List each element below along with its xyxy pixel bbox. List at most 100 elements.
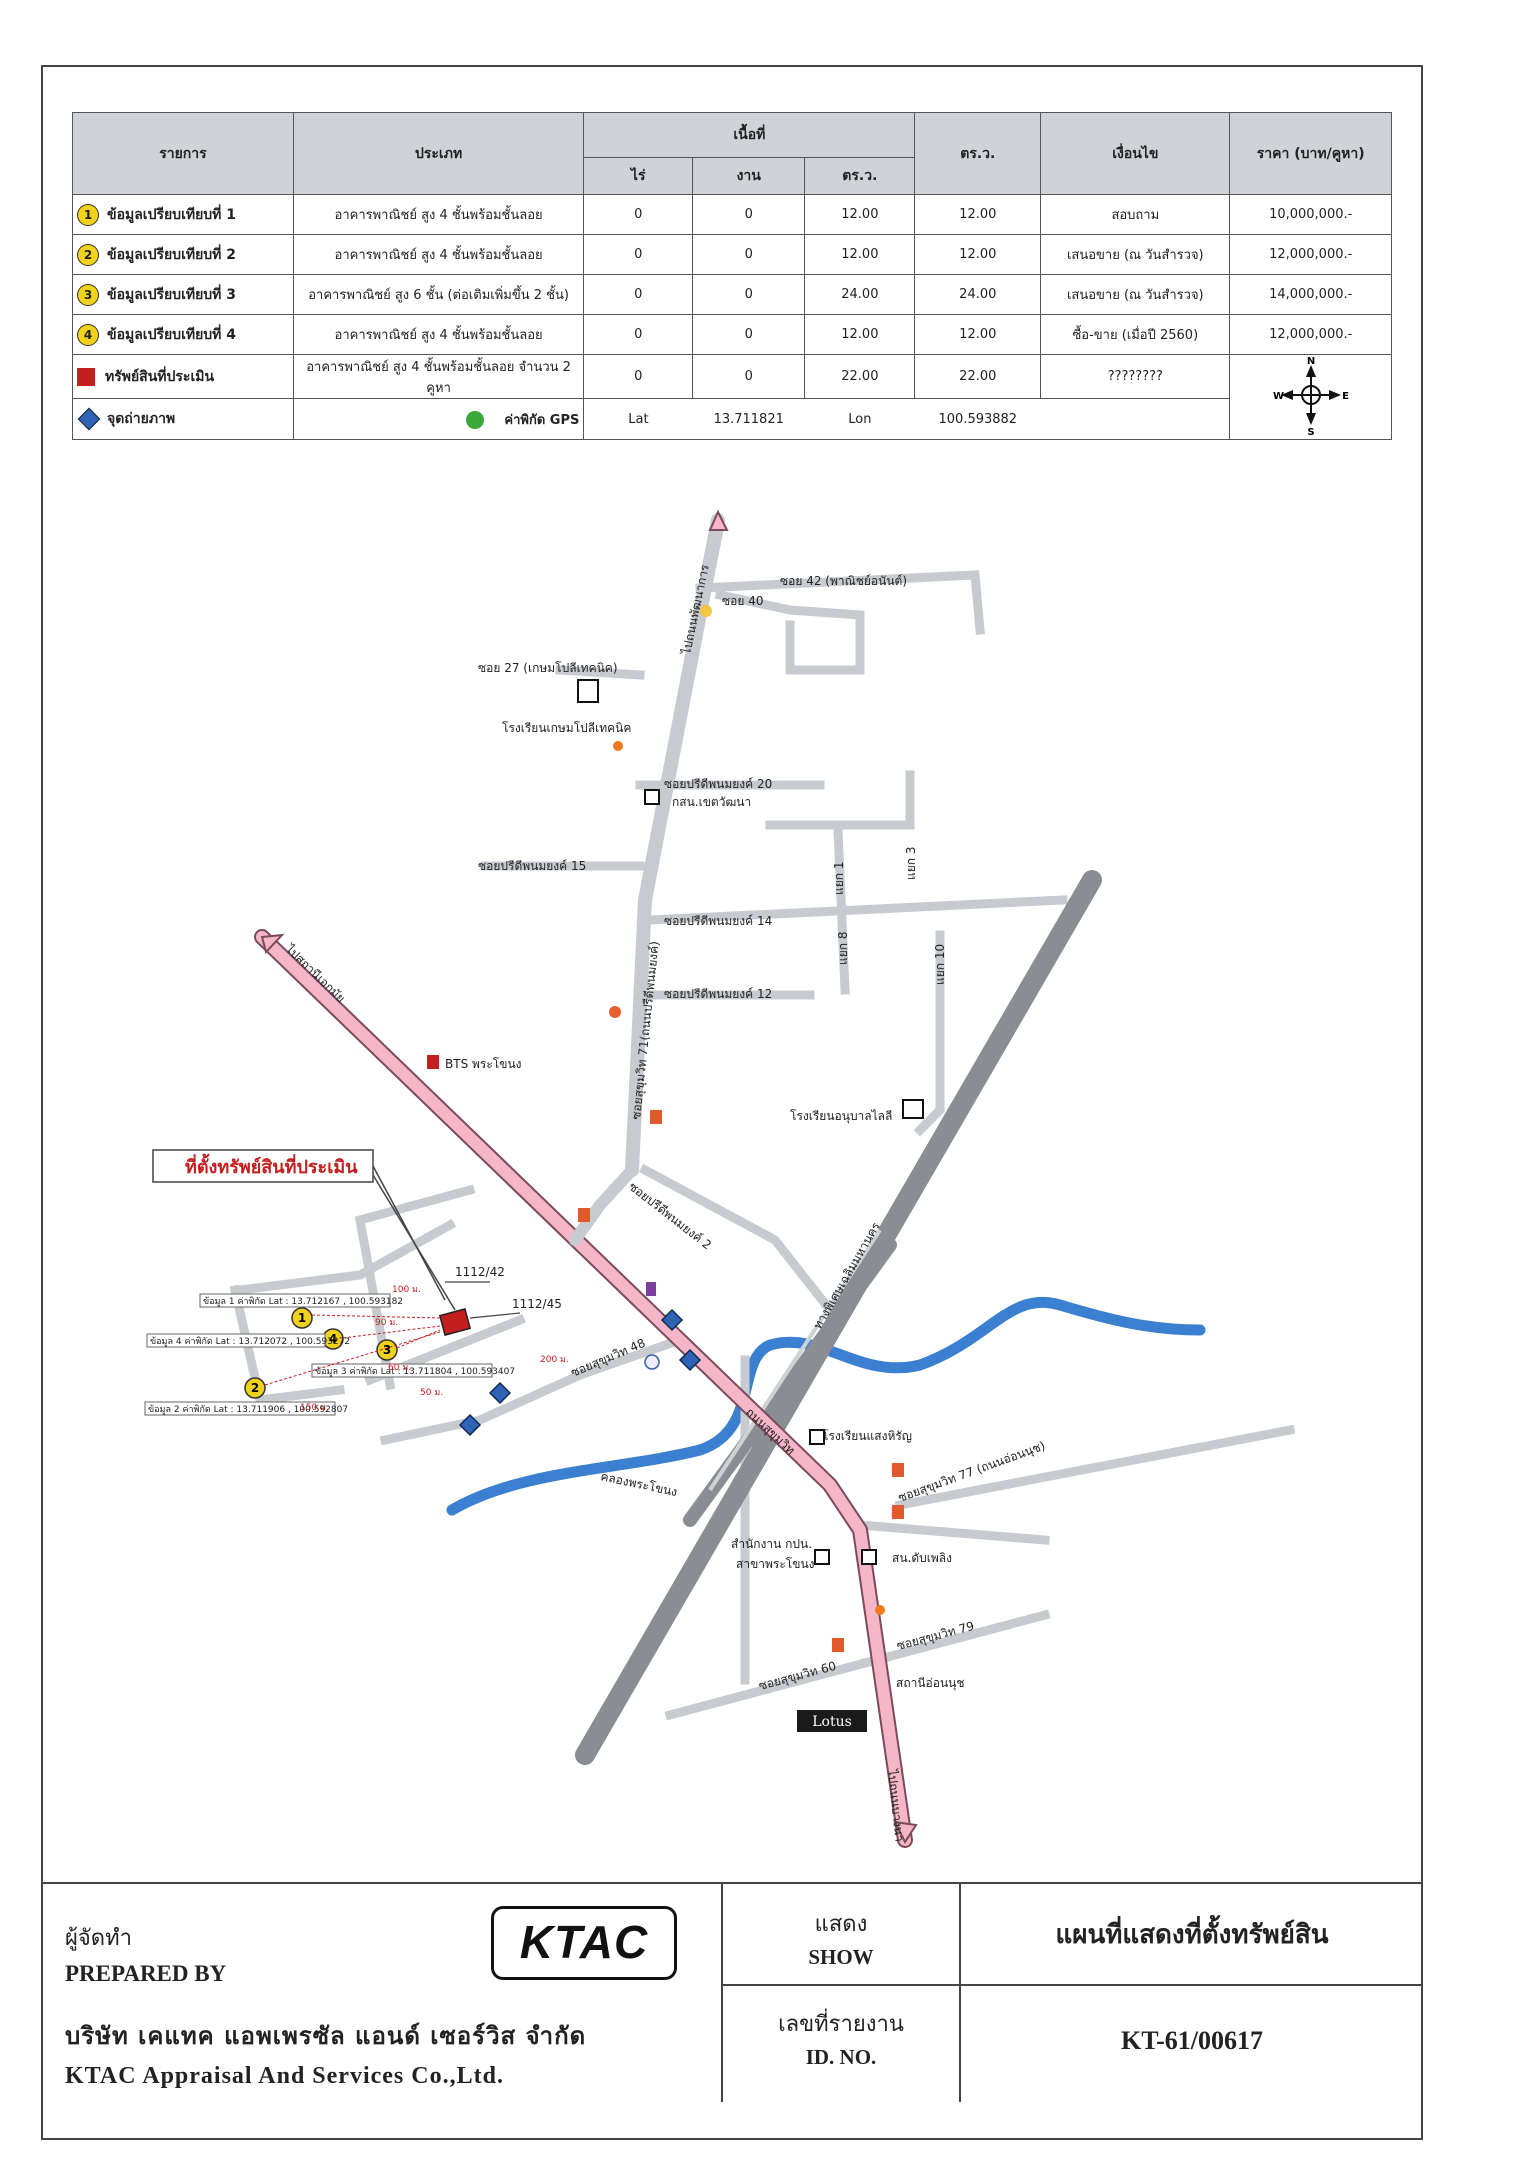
marker-2-icon [244, 1377, 266, 1399]
north-arrow-icon [708, 509, 729, 531]
header-sqw: ตร.ว. [914, 112, 1042, 195]
photo-point-icon [488, 1381, 512, 1405]
header-area: เนื้อที่ [583, 112, 916, 158]
label-soi42: ซอย 42 (พาณิชย์อนันต์) [780, 574, 907, 588]
svg-text:4: 4 [329, 1332, 337, 1346]
show-en: SHOW [808, 1945, 874, 1969]
table-row: ทรัพย์สินที่ประเมิน อาคารพาณิชย์ สูง 4 ช… [72, 353, 1392, 440]
label-soi15: ซอยปรีดีพนมยงค์ 15 [478, 859, 586, 873]
temple-icon [700, 605, 712, 617]
lon-label: Lon [804, 398, 915, 440]
location-map: ไปถนนพัฒนาการ ซอย 42 (พาณิชย์อนันต์) ซอย… [144, 509, 1296, 1848]
row-type: อาคารพาณิชย์ สูง 4 ชั้นพร้อมชั้นลอย [292, 314, 585, 355]
label-d1: ข้อมูล 1 ค่าพิกัด Lat : 13.712167 , 100.… [203, 1296, 403, 1307]
label-soi12: ซอยปรีดีพนมยงค์ 12 [664, 987, 772, 1001]
label-soi14: ซอยปรีดีพนมยงค์ 14 [664, 914, 772, 928]
table-row: 4 ข้อมูลเปรียบเทียบที่ 4 อาคารพาณิชย์ สูง… [72, 314, 1392, 355]
bts-station-icon [427, 1055, 439, 1069]
label-wat8: แยก 8 [836, 932, 850, 965]
gas-station-icon [613, 741, 623, 751]
label-dist100: 100 ม. [392, 1285, 421, 1295]
row-wah: 22.00 [804, 353, 916, 400]
row-condition: ซื้อ-ขาย (เมื่อปี 2560) [1040, 314, 1231, 355]
seven-eleven-icon [892, 1505, 904, 1519]
row-wah: 12.00 [804, 194, 916, 235]
label-soi20: ซอยปรีดีพนมยงค์ 20 [664, 777, 772, 791]
row-ngan: 0 [692, 353, 806, 400]
school-icon [902, 1099, 924, 1119]
label-dist50: 50 ม. [420, 1388, 443, 1398]
marker-2-icon: 2 [77, 243, 99, 266]
comparable-markers: 1 2 3 4 [244, 1307, 398, 1399]
subject-property-marker [438, 1308, 472, 1336]
label-fire: สน.ดับเพลิง [892, 1551, 952, 1565]
label-office2: สาขาพระโขนง [736, 1557, 815, 1571]
svg-text:1: 1 [298, 1311, 306, 1325]
photo-point-icon [458, 1413, 482, 1437]
row-sqw: 12.00 [914, 194, 1042, 235]
seven-eleven-icon [578, 1208, 590, 1222]
bank-icon [646, 1282, 656, 1296]
compass-cell: N S E W [1229, 354, 1392, 440]
label-dist60: 60 ม. [388, 1363, 411, 1373]
row-label: ข้อมูลเปรียบเทียบที่ 3 [107, 286, 237, 303]
row-sqw: 22.00 [914, 353, 1042, 400]
label-dist150: 150 ม. [300, 1403, 329, 1413]
label-soi27: ซอย 27 (เกษมโปลีเทคนิค) [478, 661, 618, 675]
sukhumvit-road [254, 929, 918, 1848]
company-name-en: KTAC Appraisal And Services Co.,Ltd. [65, 2063, 504, 2089]
gps-dot-icon [466, 411, 485, 430]
lon-value: 100.593882 [914, 398, 1041, 440]
footer: ผู้จัดทำ PREPARED BY KTAC บริษัท เคแทค แ… [41, 1882, 1423, 2102]
row-rai: 0 [583, 353, 694, 400]
school-icon [809, 1429, 825, 1445]
lat-value: 13.711821 [692, 398, 805, 440]
label-wat3: แยก 3 [904, 847, 918, 880]
row-condition: ???????? [1040, 353, 1231, 400]
comparison-table: รายการ ประเภท เนื้อที่ ตร.ว. เงื่อนไข รา… [72, 112, 1392, 440]
photo-points [458, 1308, 702, 1437]
label-addr2: 1112/45 [512, 1297, 562, 1311]
marker-4-icon: 4 [77, 323, 99, 346]
row-condition: สอบถาม [1040, 194, 1231, 235]
row-type: อาคารพาณิชย์ สูง 4 ชั้นพร้อมชั้นลอย [292, 234, 585, 275]
header-type: ประเภท [292, 112, 585, 195]
photo-point-icon [660, 1308, 684, 1332]
subject-square-icon [77, 367, 95, 386]
report-no-en: ID. NO. [805, 2045, 877, 2069]
compass-e: E [1342, 391, 1349, 402]
document-frame [41, 65, 1423, 2140]
label-soi2: ซอยปรีดีพนมยงค์ 2 [626, 1179, 714, 1252]
row-ngan: 0 [692, 234, 806, 275]
label-dist200: 200 ม. [540, 1355, 569, 1365]
marker-1-icon: 1 [77, 203, 99, 226]
row-price: 12,000,000.- [1229, 234, 1392, 275]
legend-row: จุดถ่ายภาพ ค่าพิกัด GPS Lat 13.711821 Lo… [72, 398, 1392, 440]
row-label: ทรัพย์สินที่ประเมิน [105, 368, 215, 385]
label-office: สำนักงาน กปน. [731, 1537, 812, 1551]
marker-1-icon [291, 1307, 313, 1329]
row-label: ข้อมูลเปรียบเทียบที่ 1 [107, 206, 237, 223]
label-kasem-school: โรงเรียนเกษมโปลีเทคนิค [502, 721, 631, 735]
show-th: แสดง [814, 1912, 868, 1937]
row-label: ข้อมูลเปรียบเทียบที่ 4 [107, 326, 237, 343]
row-ngan: 0 [692, 314, 806, 355]
parking-icon [644, 1354, 660, 1370]
label-canal: คลองพระโขนง [599, 1469, 678, 1499]
header-condition: เงื่อนไข [1040, 112, 1231, 195]
label-addr1: 1112/42 [455, 1265, 505, 1279]
seven-eleven-icon [650, 1110, 662, 1124]
row-type: อาคารพาณิชย์ สูง 4 ชั้นพร้อมชั้นลอย จำนว… [292, 353, 585, 400]
document-title: แผนที่แสดงที่ตั้งทรัพย์สิน [1055, 1920, 1329, 1950]
svg-text:3: 3 [383, 1343, 391, 1357]
lotus-logo [797, 1710, 867, 1732]
pridi-road [625, 513, 725, 1177]
company-name-th: บริษัท เคแทค แอพเพรซัล แอนด์ เซอร์วิส จำ… [65, 2021, 587, 2050]
office-icon [814, 1549, 830, 1565]
hospital-icon [609, 1006, 621, 1018]
svg-text:2: 2 [251, 1381, 259, 1395]
police-icon [644, 789, 660, 805]
seven-eleven-icon [892, 1463, 904, 1477]
